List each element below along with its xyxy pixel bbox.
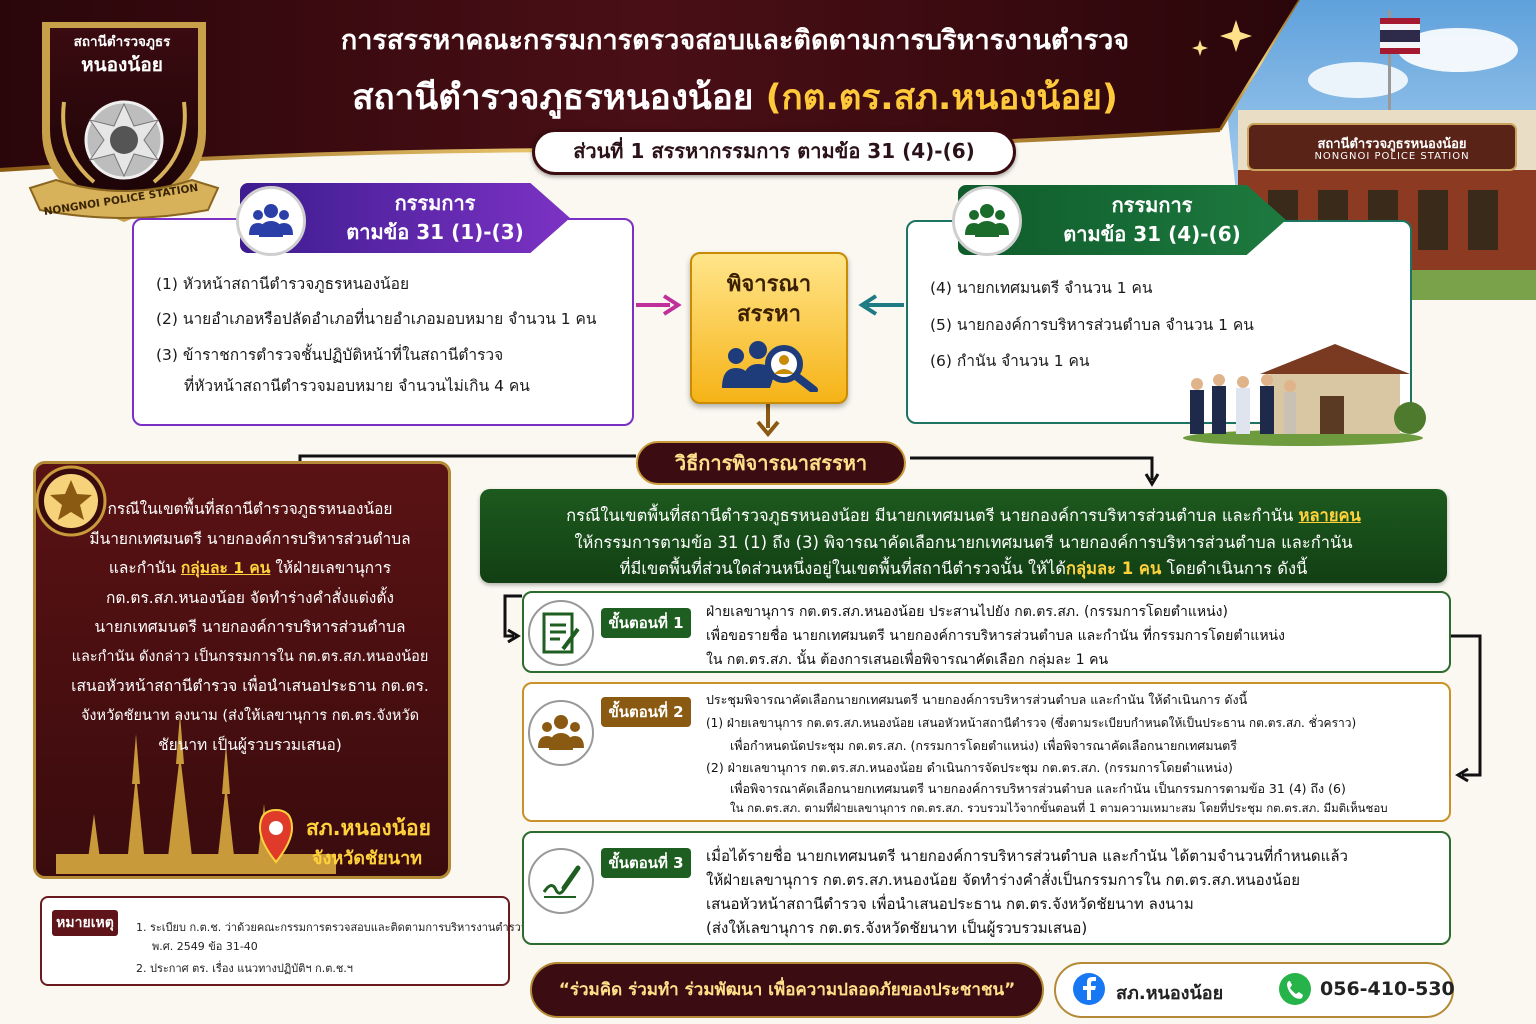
single-case-panel bbox=[33, 461, 451, 879]
signature-pen-icon bbox=[528, 848, 594, 914]
page-subtitle: สถานีตำรวจภูธรหนองน้อย (กต.ตร.สภ.หนองน้อ… bbox=[230, 70, 1240, 125]
step-3-line: ให้ฝ่ายเลขานุการ กต.ตร.สภ.หนองน้อย จัดทำ… bbox=[706, 871, 1301, 889]
panel-line: จังหวัดชัยนาท ลงนาม (ส่งให้เลขานุการ กต.… bbox=[80, 707, 420, 724]
note-label: หมายเหตุ bbox=[52, 910, 118, 936]
phone-icon[interactable] bbox=[1278, 972, 1312, 1006]
multiple-case-line-1: กรณีในเขตพื้นที่สถานีตำรวจภูธรหนองน้อย ม… bbox=[480, 503, 1447, 529]
multiple-case-line-2: ให้กรรมการตามข้อ 31 (1) ถึง (3) พิจารณาค… bbox=[574, 533, 1353, 552]
temple-illustration bbox=[56, 714, 336, 874]
panel-line-part: และกำนัน bbox=[108, 559, 176, 577]
consider-recruit-label: พิจารณา สรรหา bbox=[690, 270, 848, 330]
thai-flag bbox=[1380, 18, 1420, 54]
highlight-many: หลายคน bbox=[1298, 506, 1361, 525]
contact-bar bbox=[1054, 962, 1454, 1018]
banner-title: กรรมการ bbox=[1111, 193, 1193, 217]
step-2-line: เพื่อกำหนดนัดประชุม กต.ตร.สภ. (กรรมการโด… bbox=[730, 738, 1237, 753]
group-people-icon bbox=[952, 186, 1022, 256]
panel-line-part: ให้ฝ่ายเลขานุการ bbox=[275, 559, 392, 577]
search-people-icon bbox=[722, 341, 818, 392]
panel-line: กรณีในเขตพื้นที่สถานีตำรวจภูธรหนองน้อย bbox=[107, 500, 393, 518]
station-name: สถานีตำรวจภูธรหนองน้อย bbox=[352, 78, 754, 118]
highlight-one-each: กลุ่มละ 1 คน bbox=[180, 559, 271, 577]
location-province: จังหวัดชัยนาท bbox=[312, 848, 423, 869]
case-text: กรณีในเขตพื้นที่สถานีตำรวจภูธรหนองน้อย ม… bbox=[566, 506, 1299, 525]
step-2-line: เพื่อพิจารณาคัดเลือกนายกเทศมนตรี นายกองค… bbox=[730, 781, 1346, 796]
step-2-line: ประชุมพิจารณาคัดเลือกนายกเทศมนตรี นายกอง… bbox=[706, 692, 1248, 707]
location-pin-icon bbox=[258, 808, 294, 864]
station-sign-thai: สถานีตำรวจภูธรหนองน้อย bbox=[1317, 137, 1467, 152]
banner-title: กรรมการ bbox=[394, 191, 476, 215]
note-line-1: 1. ระเบียบ ก.ต.ช. ว่าด้วยคณะกรรมการตรวจส… bbox=[136, 921, 528, 934]
committee-item-5: (5) นายกองค์การบริหารส่วนตำบล จำนวน 1 คน bbox=[930, 316, 1254, 334]
note-line-2: 2. ประกาศ ตร. เรื่อง แนวทางปฏิบัติฯ ก.ต.… bbox=[136, 962, 353, 975]
part-label: ส่วนที่ 1 สรรหากรรมการ ตามข้อ 31 (4)-(6) bbox=[532, 129, 1016, 175]
step-2-line: (2) ฝ่ายเลขานุการ กต.ตร.สภ.หนองน้อย ดำเน… bbox=[706, 760, 1233, 775]
group-people-icon bbox=[236, 186, 306, 256]
panel-line: ชัยนาท เป็นผู้รวบรวมเสนอ) bbox=[158, 736, 342, 754]
committee-item-3: (3) ข้าราชการตำรวจชั้นปฏิบัติหน้าที่ในสถ… bbox=[156, 346, 504, 364]
case-text: โดยดำเนินการ ดังนี้ bbox=[1161, 559, 1308, 578]
step-1-line: เพื่อขอรายชื่อ นายกเทศมนตรี นายกองค์การบ… bbox=[706, 628, 1285, 644]
consider-label: พิจารณา bbox=[726, 272, 812, 297]
logo-text-line1: สถานีตำรวจภูธร bbox=[73, 34, 171, 50]
location-station: สภ.หนองน้อย bbox=[306, 816, 431, 840]
highlight-one-each: กลุ่มละ 1 คน bbox=[1066, 559, 1162, 578]
committee-item-4: (4) นายกเทศมนตรี จำนวน 1 คน bbox=[930, 279, 1153, 297]
panel-line: เสนอหัวหน้าสถานีตำรวจ เพื่อนำเสนอประธาน … bbox=[71, 677, 429, 695]
page-title: การสรรหาคณะกรรมการตรวจสอบและติดตามการบริ… bbox=[340, 25, 1130, 56]
step-3-line: (ส่งให้เลขานุการ กต.ตร.จังหวัดชัยนาท เป็… bbox=[706, 919, 1088, 937]
logo-text-line2: หนองน้อย bbox=[81, 54, 163, 76]
officials-illustration bbox=[1183, 344, 1426, 446]
station-abbrev: (กต.ตร.สภ.หนองน้อย) bbox=[765, 78, 1118, 118]
step-3-line: เสนอหัวหน้าสถานีตำรวจ เพื่อนำเสนอประธาน … bbox=[706, 895, 1194, 913]
step-2-line: ใน กต.ตร.สภ. ตามที่ฝ่ายเลขานุการ กต.ตร.ส… bbox=[730, 801, 1388, 815]
note-line-1-cont: พ.ศ. 2549 ข้อ 31-40 bbox=[152, 940, 258, 953]
single-case-text: กรณีในเขตพื้นที่สถานีตำรวจภูธรหนองน้อย ม… bbox=[60, 495, 440, 761]
step-1-label: ขั้นตอนที่ 1 bbox=[601, 608, 691, 638]
meeting-people-icon bbox=[528, 700, 594, 766]
banner-subtitle: ตามข้อ 31 (4)-(6) bbox=[1063, 222, 1241, 246]
step-2-line: (1) ฝ่ายเลขานุการ กต.ตร.สภ.หนองน้อย เสนอ… bbox=[706, 716, 1357, 730]
slogan: “ร่วมคิด ร่วมทำ ร่วมพัฒนา เพื่อความปลอดภ… bbox=[530, 962, 1044, 1018]
committee-item-6: (6) กำนัน จำนวน 1 คน bbox=[930, 352, 1090, 370]
phone-number[interactable]: 056-410-530 bbox=[1320, 978, 1455, 1000]
committee-item-3-cont: ที่หัวหน้าสถานีตำรวจมอบหมาย จำนวนไม่เกิน… bbox=[184, 377, 530, 395]
step-3-label: ขั้นตอนที่ 3 bbox=[601, 848, 691, 878]
step-1-line: ฝ่ายเลขานุการ กต.ตร.สภ.หนองน้อย ประสานไป… bbox=[706, 604, 1228, 620]
case-text: ที่มีเขตพื้นที่ส่วนใดส่วนหนึ่งอยู่ในเขตพ… bbox=[619, 559, 1066, 578]
facebook-page-link[interactable]: สภ.หนองน้อย bbox=[1116, 983, 1224, 1004]
multiple-case-box bbox=[480, 489, 1447, 583]
method-label: วิธีการพิจารณาสรรหา bbox=[636, 441, 906, 485]
panel-line: และกำนัน ดังกล่าว เป็นกรรมการใน กต.ตร.สภ… bbox=[71, 648, 429, 665]
star-badge-icon bbox=[35, 465, 107, 537]
panel-line: และกำนัน กลุ่มละ 1 คน ให้ฝ่ายเลขานุการ bbox=[60, 554, 440, 584]
document-edit-icon bbox=[528, 600, 594, 666]
facebook-icon[interactable] bbox=[1072, 972, 1106, 1006]
note-box bbox=[40, 896, 510, 986]
panel-line: กต.ตร.สภ.หนองน้อย จัดทำร่างคำสั่งแต่งตั้… bbox=[106, 588, 394, 607]
multiple-case-line-3: ที่มีเขตพื้นที่ส่วนใดส่วนหนึ่งอยู่ในเขตพ… bbox=[480, 556, 1447, 582]
step-2-label: ขั้นตอนที่ 2 bbox=[601, 697, 691, 727]
panel-line: นายกเทศมนตรี นายกองค์การบริหารส่วนตำบล bbox=[94, 618, 406, 636]
step-3-line: เมื่อได้รายชื่อ นายกเทศมนตรี นายกองค์การ… bbox=[706, 847, 1348, 865]
step-1-line: ใน กต.ตร.สภ. นั้น ต้องการเสนอเพื่อพิจารณ… bbox=[706, 652, 1109, 668]
station-shield-logo bbox=[28, 22, 220, 222]
station-sign-english: NONGNOI POLICE STATION bbox=[1314, 151, 1470, 162]
panel-line: มีนายกเทศมนตรี นายกองค์การบริหารส่วนตำบล bbox=[89, 529, 411, 548]
step-2-box bbox=[522, 682, 1451, 822]
committee-item-2: (2) นายอำเภอหรือปลัดอำเภอที่นายอำเภอมอบห… bbox=[156, 310, 597, 328]
consider-recruit-box bbox=[690, 252, 848, 404]
committee-item-1: (1) หัวหน้าสถานีตำรวจภูธรหนองน้อย bbox=[156, 275, 410, 293]
recruit-label: สรรหา bbox=[737, 302, 801, 327]
banner-subtitle: ตามข้อ 31 (1)-(3) bbox=[346, 220, 524, 244]
